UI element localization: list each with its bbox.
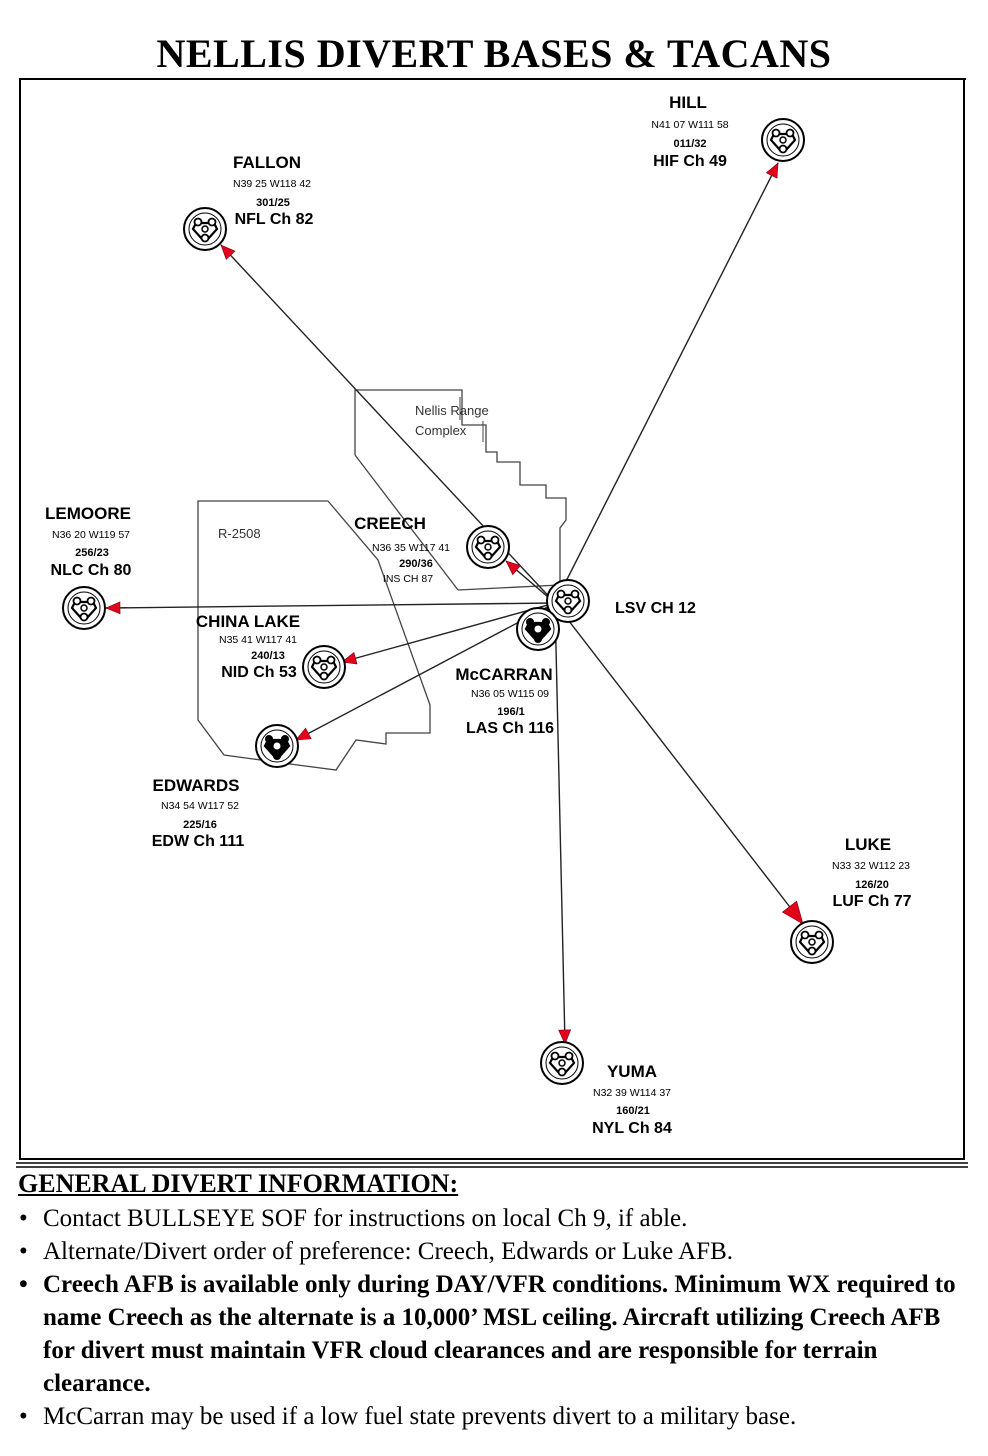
- base-label-yuma: YUMA N32 39 W114 37 160/21 NYL Ch 84: [592, 1062, 672, 1137]
- divert-diagram: Nellis Range Complex R-2508 LSV CH 12 HI…: [16, 78, 968, 1168]
- base-radial: 240/13: [251, 650, 285, 662]
- info-item: Alternate/Divert order of preference: Cr…: [19, 1235, 973, 1268]
- map-frame: [19, 78, 965, 1160]
- base-name: YUMA: [607, 1062, 657, 1081]
- base-channel: INS CH 87: [383, 573, 433, 585]
- route-line-hill: [554, 162, 779, 604]
- base-channel: NLC Ch 80: [51, 562, 132, 579]
- general-divert-info: GENERAL DIVERT INFORMATION: Contact BULL…: [18, 1166, 973, 1433]
- route-arrowhead-edwards: [295, 727, 312, 741]
- edwards-tacan-icon: [254, 723, 300, 769]
- base-channel: HIF Ch 49: [653, 153, 727, 170]
- base-label-fallon: FALLON N39 25 W118 42 301/25 NFL Ch 82: [233, 153, 314, 228]
- hill-tacan-icon: [760, 117, 806, 163]
- base-radial: 256/23: [75, 547, 109, 559]
- r2508-outline: [197, 500, 431, 771]
- route-line-yuma: [554, 602, 566, 1045]
- base-radial: 290/36: [399, 558, 433, 570]
- base-coords: N33 32 W112 23: [832, 860, 910, 872]
- base-label-mccarran: McCARRAN N36 05 W115 09 196/1 LAS Ch 116: [455, 665, 554, 737]
- base-coords: N34 54 W117 52: [161, 800, 239, 812]
- base-label-chinalake: CHINA LAKE N35 41 W117 41 240/13 NID Ch …: [196, 612, 300, 681]
- route-line-chinalake: [341, 602, 556, 663]
- info-item: McCarran may be used if a low fuel state…: [19, 1400, 973, 1433]
- route-arrowhead-luke: [781, 900, 804, 925]
- base-name: LUKE: [845, 835, 891, 854]
- base-label-creech: CREECH N36 35 W117 41 290/36 INS CH 87: [354, 514, 450, 585]
- route-arrowhead-yuma: [558, 1029, 572, 1045]
- route-arrowhead-creech: [505, 560, 522, 576]
- base-coords: N39 25 W118 42: [233, 178, 311, 190]
- base-radial: 160/21: [616, 1105, 650, 1117]
- info-item: Contact BULLSEYE SOF for instructions on…: [19, 1202, 973, 1235]
- base-label-luke: LUKE N33 32 W112 23 126/20 LUF Ch 77: [832, 835, 912, 910]
- route-arrowhead-chinalake: [341, 651, 358, 665]
- nellis-range-label-2: Complex: [415, 423, 467, 438]
- route-line-edwards: [295, 602, 556, 741]
- base-label-lemoore: LEMOORE N36 20 W119 57 256/23 NLC Ch 80: [45, 504, 132, 579]
- info-list: Contact BULLSEYE SOF for instructions on…: [18, 1202, 973, 1433]
- base-name: FALLON: [233, 153, 301, 172]
- base-coords: N41 07 W111 58: [651, 119, 728, 131]
- route-arrowhead-fallon: [220, 244, 236, 260]
- base-name: McCARRAN: [455, 665, 552, 684]
- base-coords: N36 20 W119 57: [52, 529, 130, 541]
- chinalake-tacan-icon: [301, 644, 347, 690]
- base-coords: N32 39 W114 37: [593, 1087, 671, 1099]
- base-coords: N35 41 W117 41: [219, 634, 297, 646]
- base-channel: NYL Ch 84: [592, 1120, 672, 1137]
- base-name: EDWARDS: [153, 776, 240, 795]
- base-radial: 225/16: [183, 819, 217, 831]
- base-radial: 196/1: [497, 706, 525, 718]
- base-label-hill: HILL N41 07 W111 58 011/32 HIF Ch 49: [651, 93, 728, 170]
- route-arrowhead-lemoore: [105, 601, 121, 615]
- route-line-lemoore: [105, 602, 556, 609]
- page-title: NELLIS DIVERT BASES & TACANS: [156, 31, 832, 76]
- mccarran-tacan-icon: [515, 606, 561, 652]
- base-channel: NFL Ch 82: [235, 211, 314, 228]
- base-channel: LAS Ch 116: [466, 720, 554, 737]
- base-coords: N36 35 W117 41: [372, 542, 450, 554]
- route-arrowhead-hill: [765, 162, 779, 179]
- base-radial: 301/25: [256, 197, 290, 209]
- fallon-tacan-icon: [182, 206, 228, 252]
- yuma-tacan-icon: [539, 1040, 585, 1086]
- base-name: LEMOORE: [45, 504, 131, 523]
- info-item: Creech AFB is available only during DAY/…: [19, 1268, 973, 1400]
- route-line-luke: [554, 602, 804, 925]
- luke-tacan-icon: [789, 919, 835, 965]
- base-name: HILL: [669, 93, 707, 112]
- nellis-range-label: Nellis Range: [415, 403, 489, 418]
- base-label-edwards: EDWARDS N34 54 W117 52 225/16 EDW Ch 111: [152, 776, 245, 850]
- lsv-channel-label: LSV CH 12: [615, 600, 696, 617]
- base-channel: NID Ch 53: [221, 664, 297, 681]
- base-channel: EDW Ch 111: [152, 833, 245, 850]
- info-heading: GENERAL DIVERT INFORMATION:: [18, 1169, 459, 1198]
- nellis-range-outline: [354, 389, 567, 585]
- r2508-label: R-2508: [218, 526, 261, 541]
- base-radial: 126/20: [855, 879, 889, 891]
- base-coords: N36 05 W115 09: [471, 688, 549, 700]
- base-name: CREECH: [354, 514, 426, 533]
- base-radial: 011/32: [673, 138, 706, 150]
- creech-tacan-icon: [465, 524, 511, 570]
- lemoore-tacan-icon: [61, 585, 107, 631]
- base-channel: LUF Ch 77: [832, 893, 911, 910]
- base-name: CHINA LAKE: [196, 612, 300, 631]
